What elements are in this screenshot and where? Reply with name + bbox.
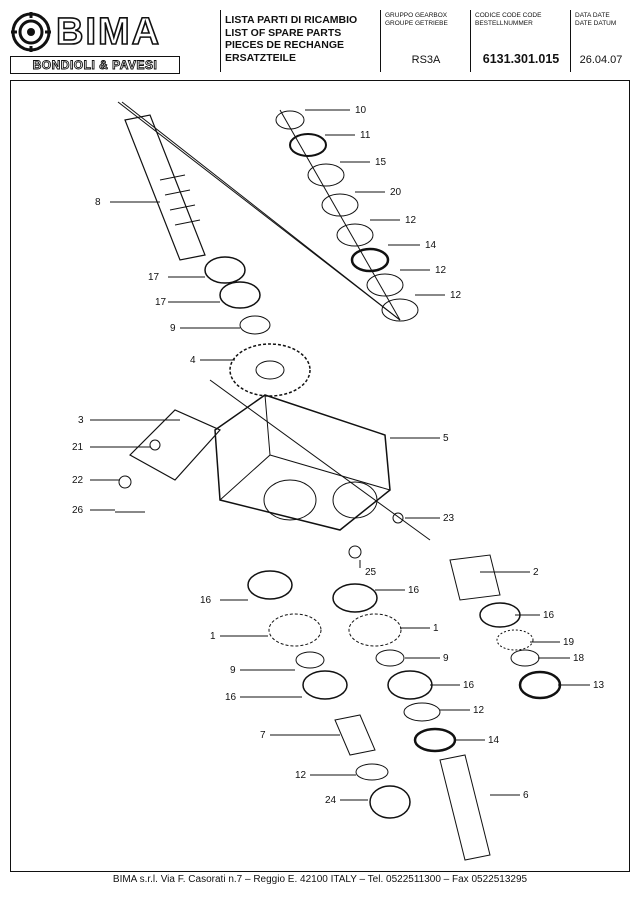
company-logo: BIMA BONDIOLI & PAVESI [10,10,180,74]
callout-12: 12 [450,290,462,301]
callout-11: 11 [360,130,371,141]
logo-mark: BIMA [10,10,180,54]
callout-17: 17 [148,272,160,283]
group-cell: GRUPPO GEARBOX GROUPE GETRIEBE RS3A [380,10,471,72]
title-de: ERSATZTEILE [225,51,296,64]
gear-logo-icon [11,12,51,52]
callout-5: 5 [443,433,449,444]
callout-9: 9 [443,653,449,664]
callout-24: 24 [325,795,337,806]
title-it: LISTA PARTI DI RICAMBIO [225,14,358,26]
callout-12: 12 [295,770,307,781]
callout-12: 12 [435,265,447,276]
callout-14: 14 [488,735,500,746]
callout-8: 8 [95,197,101,208]
callout-1: 1 [433,623,439,634]
title-en: LIST OF SPARE PARTS [225,26,342,39]
date-cell: DATA DATE DATE DATUM 26.04.07 [570,10,631,72]
callout-labels: 10 11 15 20 12 14 12 12 8 17 17 9 4 3 21… [72,105,605,806]
callout-13: 13 [593,680,605,691]
callout-9: 9 [230,665,236,676]
drawing-frame [10,80,630,872]
callout-23: 23 [443,513,455,524]
callout-3: 3 [78,415,84,426]
callout-16: 16 [408,585,420,596]
code-label: CODICE CODE CODE BESTELLNUMMER [475,12,542,27]
exploded-view-drawing: 10 11 15 20 12 14 12 12 8 17 17 9 4 3 21… [72,101,605,861]
date-label: DATA DATE DATE DATUM [575,12,617,27]
callout-22: 22 [72,475,84,486]
title-fr: PIECES DE RECHANGE [225,39,345,51]
callout-15: 15 [375,157,387,168]
callout-25: 25 [365,567,377,578]
callout-6: 6 [523,790,529,801]
brand-subtitle: BONDIOLI & PAVESI [10,56,180,74]
callout-20: 20 [390,187,402,198]
callout-16: 16 [225,692,237,703]
callout-12: 12 [405,215,417,226]
callout-16: 16 [463,680,475,691]
callout-26: 26 [72,505,84,516]
callout-14: 14 [425,240,437,251]
footer-address: BIMA s.r.l. Via F. Casorati n.7 – Reggio… [112,874,528,885]
callout-1: 1 [210,631,216,642]
callout-16: 16 [543,610,555,621]
callout-18: 18 [573,653,585,664]
callout-7: 7 [260,730,266,741]
callout-9: 9 [170,323,176,334]
callout-12: 12 [473,705,485,716]
callout-19: 19 [563,637,575,648]
document-titles: LISTA PARTI DI RICAMBIO LIST OF SPARE PA… [220,10,381,72]
group-label: GRUPPO GEARBOX GROUPE GETRIEBE [385,12,448,27]
date-value: 26.04.07 [579,54,623,66]
code-cell: CODICE CODE CODE BESTELLNUMMER 6131.301.… [470,10,571,72]
callout-2: 2 [533,567,539,578]
brand-name: BIMA [55,11,162,53]
callout-21: 21 [72,442,84,453]
callout-10: 10 [355,105,367,116]
callout-16: 16 [200,595,212,606]
code-value: 6131.301.015 [482,52,560,66]
callout-4: 4 [190,355,196,366]
document-header: BIMA BONDIOLI & PAVESI LISTA PARTI DI RI… [10,10,630,74]
group-value: RS3A [411,54,441,66]
callout-17: 17 [155,297,167,308]
